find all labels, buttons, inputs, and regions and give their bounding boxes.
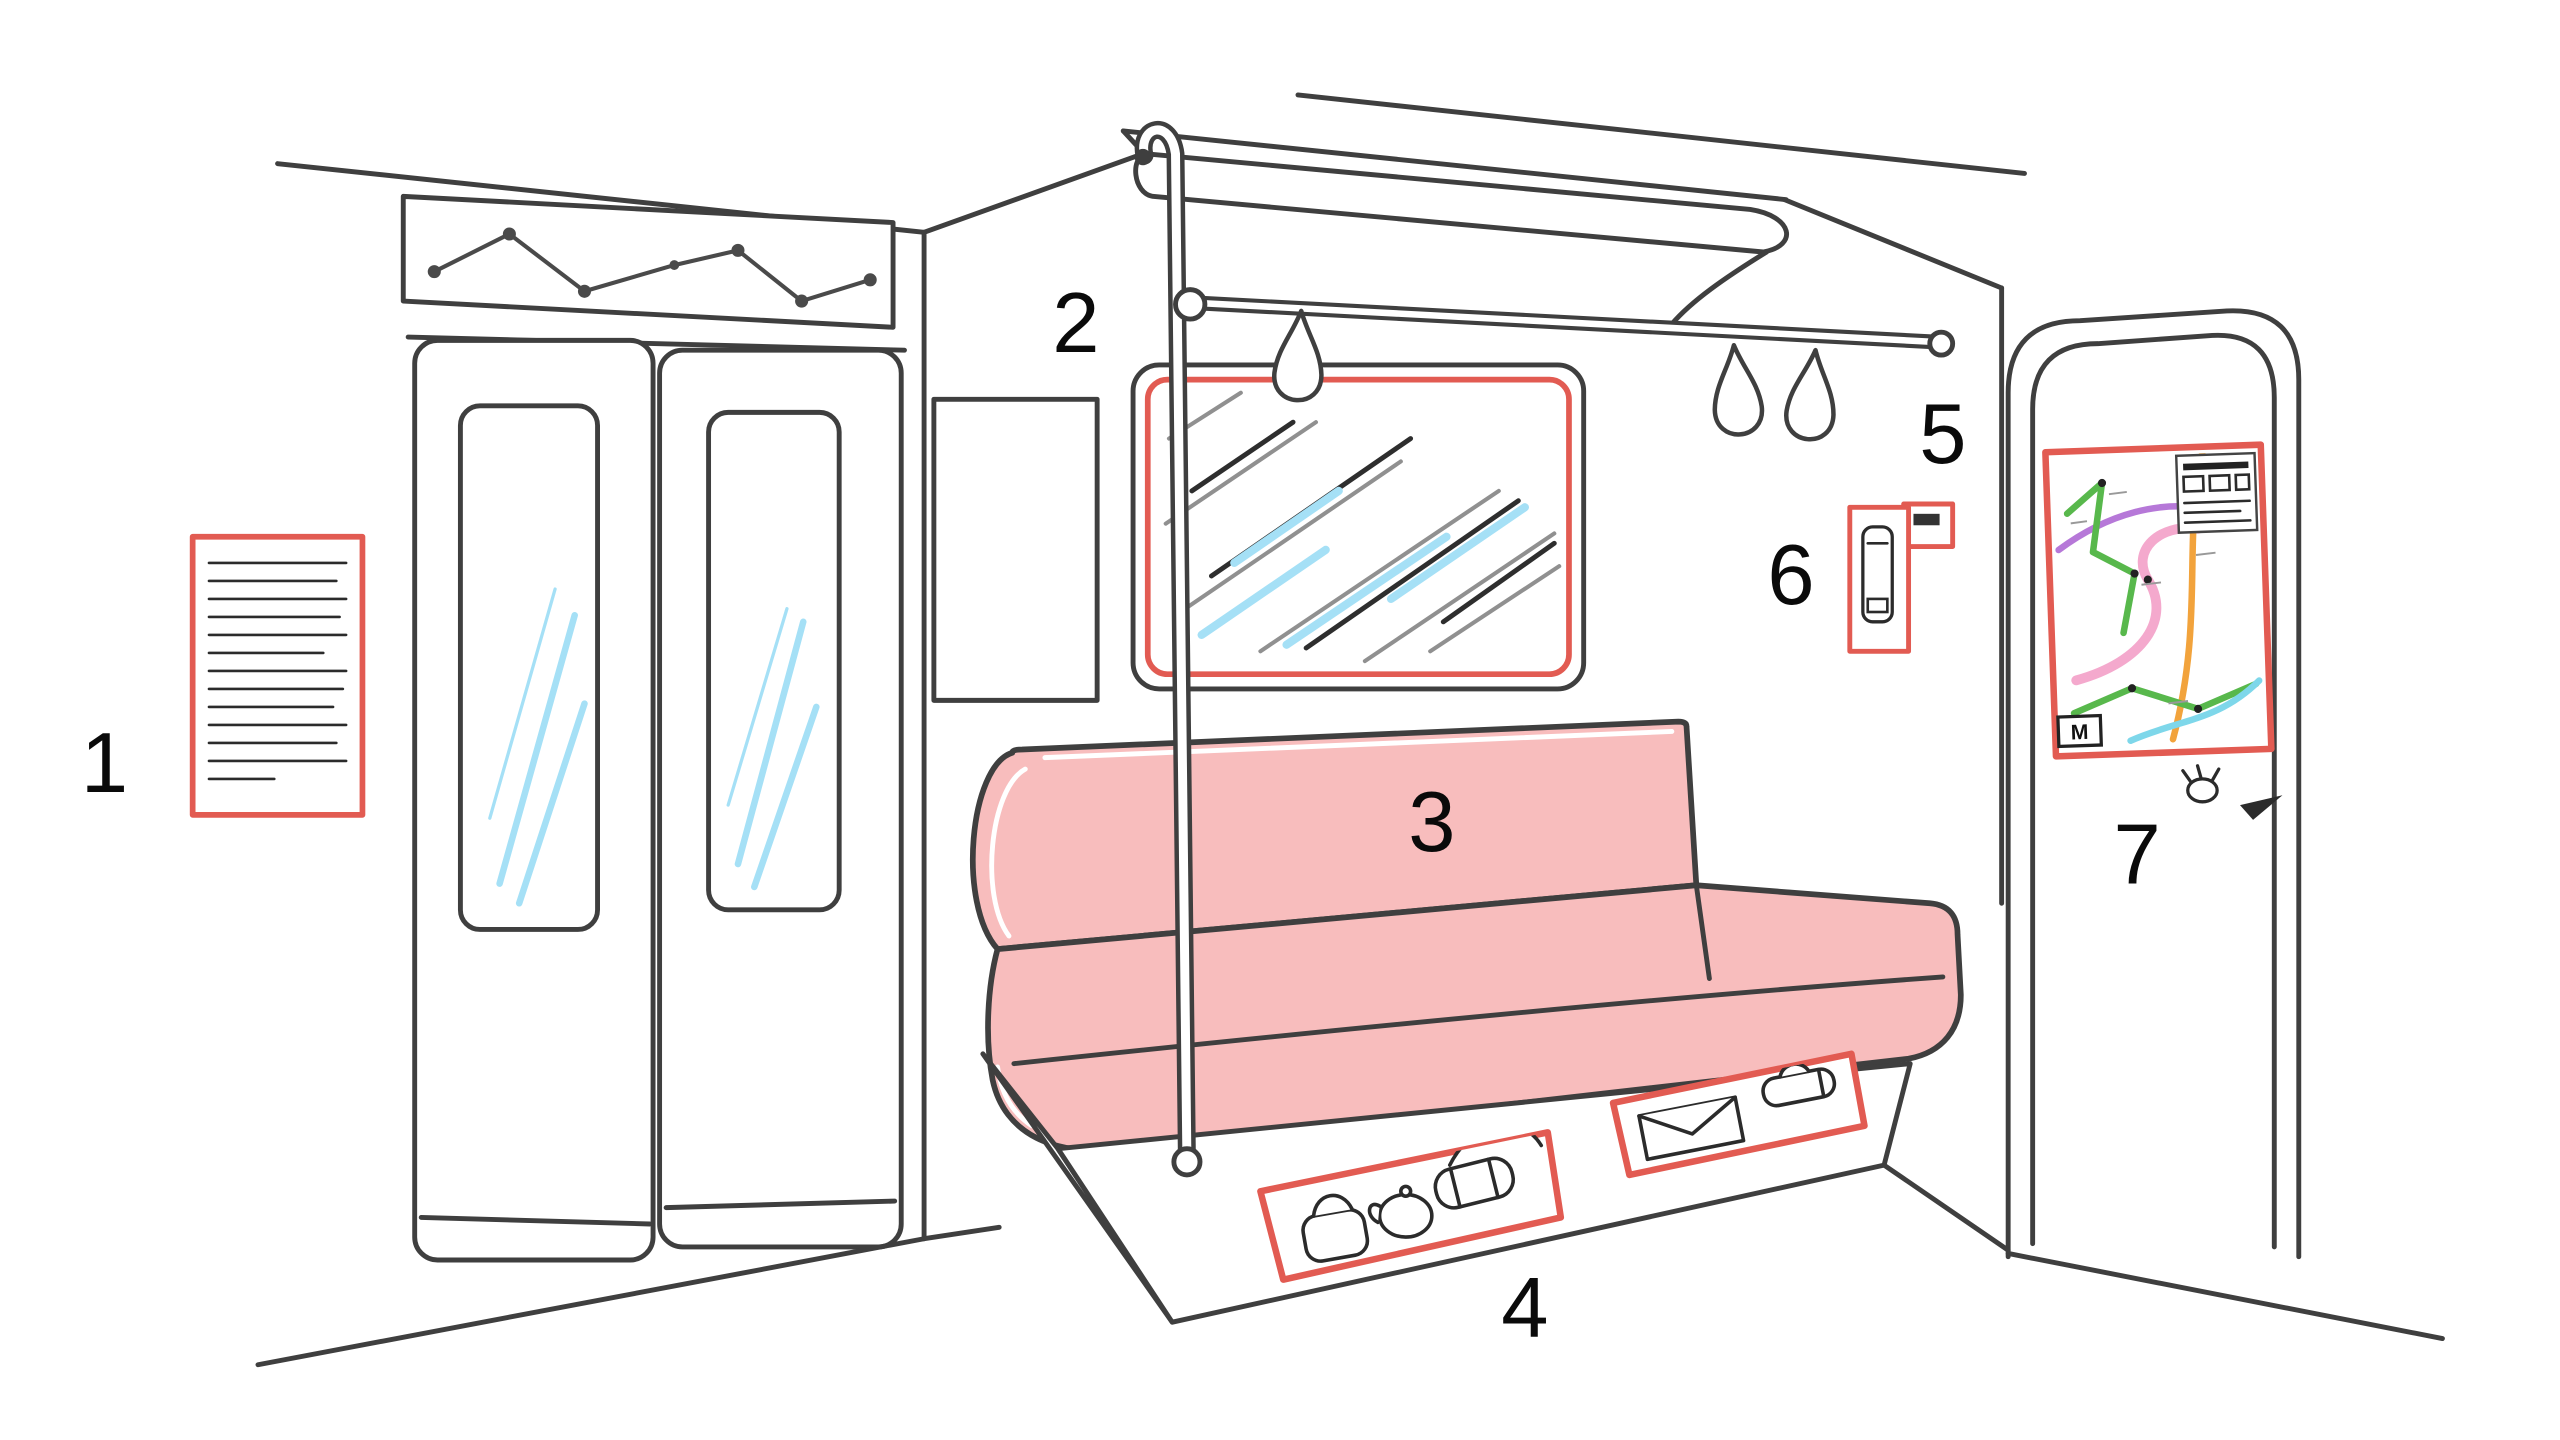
route-station-dots — [427, 227, 877, 308]
intercom-housing — [1847, 504, 1912, 654]
end-wall: M — [1999, 285, 2302, 1260]
handbag-doodle — [1301, 1193, 1370, 1263]
hand-strap-2 — [1712, 343, 1764, 437]
under-seat-storage — [980, 1050, 1913, 1325]
seat-step-line — [1693, 882, 1712, 982]
hand-doodle — [2181, 764, 2221, 804]
sos-plate — [1901, 501, 1956, 549]
callout-label-3: 3 — [1408, 775, 1455, 870]
duct-end-curve — [1669, 249, 1769, 327]
hand-strap-3 — [1784, 347, 1836, 442]
end-door-inner-frame — [2030, 332, 2277, 1250]
backrest-top-highlight — [1042, 729, 1675, 761]
hand-rail — [1173, 287, 1956, 358]
arrow-doodle — [2240, 795, 2283, 820]
door-right-window — [706, 409, 842, 913]
metro-logo: M — [2056, 713, 2104, 749]
window-reflections — [1163, 390, 1562, 664]
intercom-handset — [1861, 525, 1894, 624]
callout-labels: 1 2 3 4 5 6 7 — [81, 276, 2161, 1356]
end-door-outer-frame — [2005, 308, 2302, 1260]
callout-label-1: 1 — [81, 716, 128, 811]
door-left-window — [457, 403, 600, 932]
ceiling-corner-line — [1782, 197, 2005, 291]
callout-label-5: 5 — [1919, 387, 1966, 482]
pole-floor-cap — [1171, 1146, 1203, 1178]
window — [1130, 362, 1587, 692]
callout-label-2: 2 — [1052, 276, 1099, 371]
seat-backrest — [970, 718, 1700, 952]
door-right-kick-line — [663, 1198, 898, 1211]
teapot-doodle — [1367, 1184, 1434, 1239]
map-lines — [2055, 451, 2263, 744]
intercom-button — [1866, 597, 1889, 614]
poster-text-lines — [207, 561, 348, 781]
callout-label-6: 6 — [1767, 528, 1814, 623]
map-label-squiggles — [2070, 490, 2216, 705]
ceiling-edge-line — [1120, 128, 1789, 203]
storage-window-left — [1257, 1129, 1565, 1283]
route-map-poster: M — [2042, 441, 2275, 760]
callout-label-7: 7 — [2114, 808, 2161, 903]
floor-corner-line — [1881, 1162, 2011, 1253]
left-wall — [189, 151, 1146, 1263]
floor-line-right — [2005, 1251, 2445, 1342]
poster-frame — [189, 533, 366, 818]
rail-end-ball — [1927, 329, 1956, 358]
floor-line-left — [255, 1236, 927, 1368]
map-legend — [2174, 451, 2259, 534]
sos-slot — [1913, 513, 1940, 526]
floor-lines — [255, 1162, 2445, 1368]
notice-poster — [189, 533, 366, 818]
door-left-kick-line — [418, 1215, 653, 1227]
wall-base-line — [921, 1224, 1002, 1242]
pole-hook-ball — [1134, 148, 1152, 166]
ac-duct — [1133, 151, 1789, 255]
rail-pole-joint — [1173, 287, 1208, 322]
ad-panel — [931, 396, 1100, 703]
envelope-doodle — [1637, 1095, 1746, 1162]
ceiling — [1120, 92, 2027, 327]
center-wall — [931, 362, 1956, 703]
intercom-device — [1847, 501, 1956, 654]
backrest-highlight — [989, 766, 1028, 939]
storage-window-right — [1609, 1050, 1868, 1179]
callout-label-4: 4 — [1501, 1261, 1548, 1356]
duffel-doodle — [1433, 1156, 1516, 1210]
luggage-doodles-left — [1301, 1132, 1544, 1263]
metro-logo-letter: M — [2070, 720, 2089, 745]
hand-straps — [1272, 308, 1836, 442]
center-wall-top-line — [921, 151, 1146, 235]
door-right — [657, 347, 904, 1250]
roof-edge-line — [1295, 92, 2027, 176]
panel-frame — [400, 193, 896, 330]
door-right-glass-reflections — [726, 607, 820, 891]
hand-strap-1 — [1272, 308, 1324, 403]
door-left — [412, 337, 656, 1263]
seat-front-edge-line — [1011, 974, 1946, 1067]
line-map-panel — [400, 193, 896, 330]
door-left-glass-reflections — [488, 587, 588, 907]
grab-pole — [1134, 121, 1203, 1178]
